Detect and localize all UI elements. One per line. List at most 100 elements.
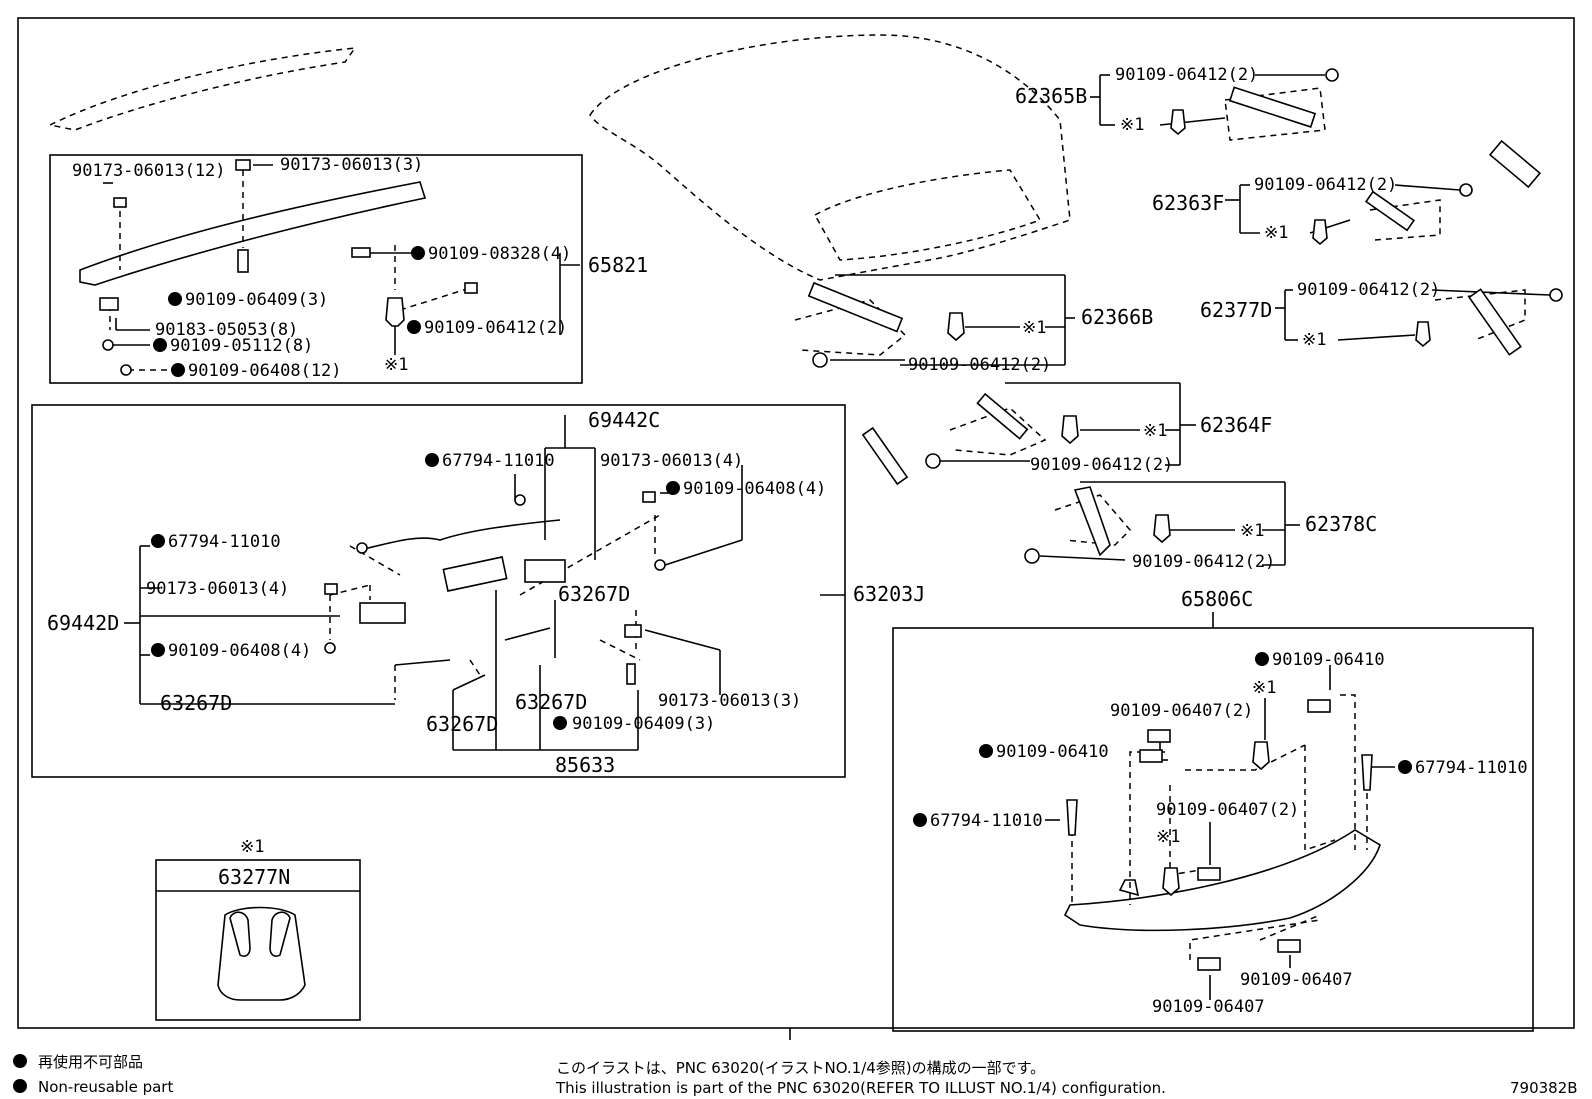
non-reusable-dot [979,744,993,758]
screw-icon [1197,957,1221,971]
part-label: 62377D [1200,298,1272,322]
clip-63277N [217,906,306,1001]
part-label: 85633 [555,753,615,777]
non-reusable-dot [151,643,165,657]
legend-en: Non-reusable part [38,1078,173,1096]
part-label: ※1 [1143,421,1167,441]
part-label: 62366B [1081,305,1153,329]
part-label: 65806C [1181,587,1253,611]
box-65806C [892,627,1534,1032]
molding-62377D [1468,288,1522,356]
rod [394,659,451,666]
part-label: 90109-06408(4) [168,641,311,661]
non-reusable-dot [1398,760,1412,774]
molding-part [861,426,909,486]
bolt-icon [237,249,249,273]
clip-icon [642,491,656,503]
part-label: 67794-11010 [930,811,1043,831]
part-label: 90109-06412(2) [1254,175,1397,195]
part-label: 90109-06412(2) [908,355,1051,375]
non-reusable-dot [666,481,680,495]
screw-icon [654,559,666,571]
clip-icon [235,159,251,171]
clip-slot-right [269,911,291,957]
part-label: 90109-05112(8) [170,336,313,356]
molding-62378C [1073,486,1111,557]
clip-63277N-icon [1170,109,1186,136]
part-label: 90109-06407(2) [1110,701,1253,721]
screw-icon [1325,68,1339,82]
part-label: ※1 [1252,678,1276,698]
non-reusable-dot [151,534,165,548]
lock-assembly-85633 [442,556,508,592]
screw-icon [102,339,114,351]
box-63203J [31,404,846,778]
part-label: 90109-06407 [1240,970,1353,990]
part-label: 90109-06409(3) [185,290,328,310]
part-label: 63267D [558,582,630,606]
part-label: 62364F [1200,413,1272,437]
part-label: 63277N [218,865,290,889]
clip-63277N-icon [385,297,405,327]
non-reusable-dot [913,813,927,827]
clip-slot-left [229,911,251,957]
rear-bumper-spoiler-65806C [1063,829,1381,932]
part-label: ※1 [1264,223,1288,243]
part-label: ※1 [1120,115,1144,135]
illustration-code: 790382B [1510,1079,1578,1097]
rivet-icon [1066,799,1078,836]
part-label: 63267D [426,712,498,736]
part-label: 67794-11010 [442,451,555,471]
clip-icon [113,197,127,208]
rod [504,627,551,641]
part-label: 62363F [1152,191,1224,215]
part-label: 90173-06013(3) [280,155,423,175]
screw-icon [1277,939,1301,953]
part-label: 90109-06412(2) [1132,552,1275,572]
clip-63277N-icon [1415,321,1431,348]
clip-63277N-icon [1153,514,1171,544]
part-label: 67794-11010 [168,532,281,552]
screw-icon [1459,183,1473,197]
molding-62363F [1364,190,1416,232]
screw-icon [464,282,478,294]
part-label: 63203J [853,582,925,606]
part-label: 67794-11010 [1415,758,1528,778]
part-label: 90109-06407(2) [1156,800,1299,820]
screw-icon [1197,867,1221,881]
box-65821 [49,154,583,384]
clip-63277N-icon [1061,415,1079,445]
part-label: ※1 [240,837,264,857]
clip-icon [324,583,338,595]
part-label: 90109-06407 [1152,997,1265,1017]
part-label: 90173-06013(3) [658,691,801,711]
screw-icon [812,352,828,368]
non-reusable-dot [171,363,185,377]
part-label: 69442D [47,611,119,635]
part-label: 62378C [1305,512,1377,536]
screw-icon [1139,749,1163,763]
clip-icon [624,624,642,638]
nut-icon [99,297,119,311]
striker [524,559,566,583]
molding-62365B [1228,86,1317,128]
part-label: 62365B [1015,84,1087,108]
screw-icon [1024,548,1040,564]
screw-icon [925,453,941,469]
part-label: 90109-06410 [996,742,1109,762]
part-label: 90109-06409(3) [572,714,715,734]
screw-icon [1549,288,1563,302]
part-label: 63267D [160,691,232,715]
part-label: 90109-06410 [1272,650,1385,670]
part-label: 90109-06408(4) [683,479,826,499]
clip-63277N-icon [1162,867,1180,897]
spoiler-part-65821 [79,181,427,286]
part-label: 90109-06412(2) [1297,280,1440,300]
part-label: 90109-06412(2) [1115,65,1258,85]
molding-part [1488,139,1542,189]
clip-63277N-icon [1252,741,1270,771]
part-label: 63267D [515,690,587,714]
molding-62366B [807,281,904,333]
part-label: 90173-06013(4) [600,451,743,471]
